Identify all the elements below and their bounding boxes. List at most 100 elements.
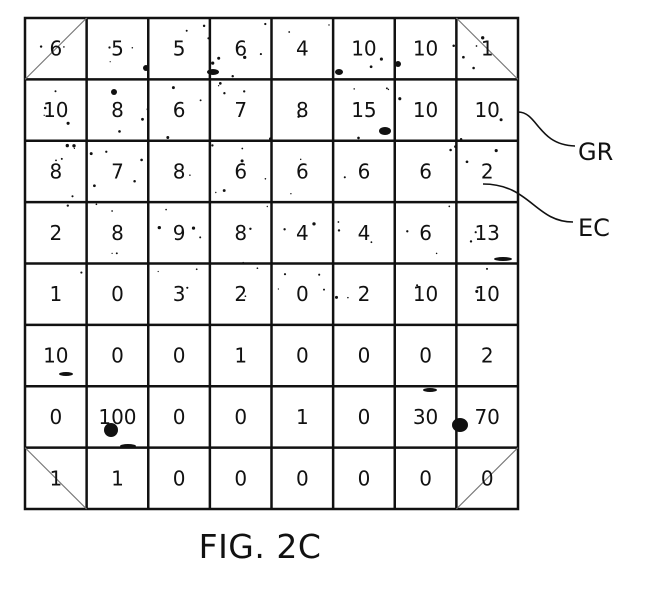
cell-value-r6-c3: 0 (173, 344, 186, 368)
cell-value-r1-c7: 10 (413, 37, 438, 61)
gr-leader-line (517, 111, 576, 147)
speckle (283, 228, 286, 231)
speckle (387, 88, 390, 91)
speckle (105, 150, 108, 153)
speckle (222, 189, 226, 192)
speckle (369, 65, 373, 69)
cell-value-r6-c4: 1 (234, 344, 247, 368)
speckle (379, 57, 383, 61)
cell-value-r1-c6: 10 (351, 37, 376, 61)
speckle (494, 149, 498, 153)
speckle (104, 423, 118, 437)
speckle (240, 159, 244, 163)
speckle (474, 231, 477, 234)
speckle (218, 82, 222, 85)
speckle (89, 152, 93, 156)
speckle (452, 44, 455, 47)
speckle (465, 160, 469, 164)
speckle (328, 24, 330, 26)
speckle (59, 372, 73, 376)
speckle (109, 61, 111, 63)
corner-diagonals (24, 17, 519, 510)
cell-value-r3-c7: 6 (419, 159, 432, 183)
speckle (494, 257, 512, 261)
speckle (157, 270, 159, 273)
speckle (452, 418, 468, 432)
cell-value-r3-c8: 2 (481, 159, 494, 183)
cell-value-r4-c1: 2 (49, 221, 62, 245)
speckle (202, 24, 206, 28)
speckle (157, 225, 161, 230)
speckle (72, 144, 76, 148)
speckle (195, 268, 198, 271)
cell-value-r5-c6: 2 (358, 282, 371, 306)
cell-value-r8-c5: 0 (296, 466, 309, 490)
cell-value-r3-c5: 6 (296, 159, 309, 183)
speckle (337, 229, 341, 232)
speckle (141, 117, 144, 121)
speckle (475, 289, 479, 293)
ec-label: EC (578, 214, 610, 242)
cell-value-r2-c7: 10 (413, 98, 438, 122)
cell-value-r5-c8: 10 (474, 282, 499, 306)
cell-value-r8-c7: 0 (419, 466, 432, 490)
speckle (283, 273, 287, 276)
speckle (499, 118, 503, 122)
cell-value-r1-c8: 1 (481, 37, 494, 61)
speckle (357, 136, 360, 140)
speckle (290, 193, 292, 195)
speckle (256, 267, 259, 270)
speckle (323, 288, 325, 291)
cell-value-r7-c2: 100 (98, 405, 136, 429)
cell-value-r4-c5: 4 (296, 221, 309, 245)
speckle (60, 157, 63, 160)
cell-value-r2-c4: 7 (234, 98, 247, 122)
cell-value-r1-c2: 5 (111, 37, 124, 61)
corner-diagonal-bottom-right (455, 447, 519, 510)
cell-value-r6-c1: 10 (43, 344, 68, 368)
corner-diagonal-top-left (24, 17, 88, 80)
cell-value-r3-c6: 6 (358, 159, 371, 183)
speckle (171, 86, 175, 90)
cell-value-r3-c3: 8 (173, 159, 186, 183)
speckle (353, 88, 355, 90)
speckle (472, 66, 475, 70)
speckle (264, 22, 267, 26)
speckle (66, 121, 70, 125)
cell-value-r7-c1: 0 (49, 405, 62, 429)
speckle (186, 286, 189, 289)
cell-value-r6-c7: 0 (419, 344, 432, 368)
cell-value-r2-c2: 8 (111, 98, 124, 122)
cell-value-r2-c1: 10 (43, 98, 68, 122)
grid-lines (23, 16, 520, 511)
speckle (54, 90, 57, 93)
speckle (223, 92, 226, 95)
cell-value-r1-c5: 4 (296, 37, 309, 61)
speckle (191, 226, 196, 230)
speckle (335, 69, 343, 75)
speckle (108, 46, 111, 49)
cell-value-r7-c5: 1 (296, 405, 309, 429)
speckle (111, 252, 113, 255)
cell-value-r2-c6: 15 (351, 98, 376, 122)
cell-value-r8-c1: 1 (49, 466, 62, 490)
speckle (449, 148, 452, 152)
speckle (140, 158, 143, 162)
speckle (211, 61, 215, 65)
speckle (288, 31, 291, 33)
speckle (266, 205, 268, 208)
speckle (337, 221, 340, 223)
speckle (115, 252, 118, 255)
speckle (231, 74, 234, 78)
cell-value-r8-c4: 0 (234, 466, 247, 490)
speckle (318, 273, 321, 276)
speckle (65, 143, 69, 148)
speckle (343, 176, 346, 179)
speckle (395, 61, 401, 67)
cell-value-r1-c4: 6 (234, 37, 247, 61)
speckle (189, 174, 191, 176)
speckle (215, 191, 217, 194)
scan-speckles (39, 22, 512, 448)
